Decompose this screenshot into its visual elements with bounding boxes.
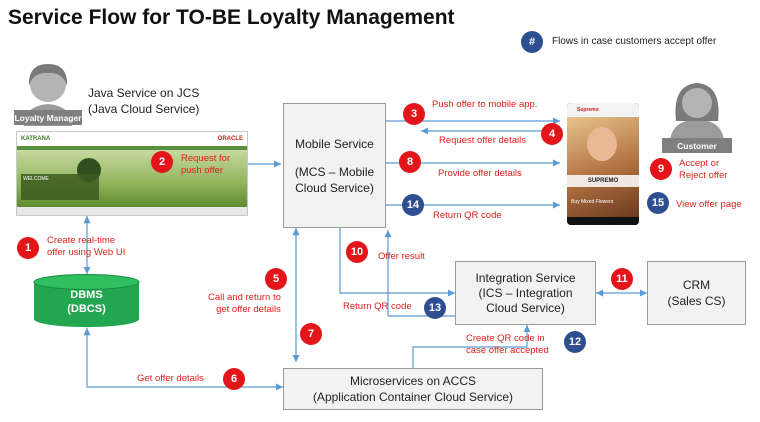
java-service-line2: (Java Cloud Service) <box>88 102 200 116</box>
crm-box: CRM (Sales CS) <box>647 261 746 325</box>
step-label-2: Request for push offer <box>181 153 230 177</box>
crm-line2: (Sales CS) <box>667 294 726 308</box>
mobile-service-line1: Mobile Service <box>295 136 374 151</box>
dbms-line1: DBMS <box>70 289 103 301</box>
step-badge-14: 14 <box>402 194 424 216</box>
page-title: Service Flow for TO-BE Loyalty Managemen… <box>8 6 455 29</box>
web-ui-welcome-panel: WELCOME <box>21 174 99 200</box>
step-label-1-line2: offer using Web UI <box>47 247 126 258</box>
step-badge-13: 13 <box>424 297 446 319</box>
phone-offer-image: SUPREMO Buy Mixed Flowers <box>567 117 639 217</box>
integration-service-box: Integration Service (ICS – Integration C… <box>455 261 596 325</box>
step-label-5-line1: Call and return to <box>208 292 281 303</box>
legend-badge: # <box>521 31 543 53</box>
step-label-8: Provide offer details <box>438 168 522 179</box>
step-label-13: Return QR code <box>343 301 412 312</box>
step-badge-3: 3 <box>403 103 425 125</box>
step-label-5: Call and return to get offer details <box>208 292 281 316</box>
customer-avatar <box>662 77 732 143</box>
step-badge-9: 9 <box>650 158 672 180</box>
web-ui-oracle-logo: ORACLE <box>217 136 243 142</box>
arrow-offer-result <box>339 228 455 297</box>
step-label-3: Push offer to mobile app. <box>432 99 538 110</box>
step-label-10: Offer result <box>378 251 425 262</box>
customer-label: Customer <box>662 138 732 153</box>
java-service-label: Java Service on JCS (Java Cloud Service) <box>88 85 199 117</box>
web-ui-hero: WELCOME <box>17 150 247 207</box>
step-badge-6: 6 <box>223 368 245 390</box>
integration-service-line3: Cloud Service) <box>486 300 565 315</box>
java-service-line1: Java Service on JCS <box>88 86 200 100</box>
step-label-6: Get offer details <box>137 373 204 384</box>
step-badge-15: 15 <box>647 192 669 214</box>
loyalty-manager-label: Loyalty Manager <box>14 110 82 125</box>
legend-text: Flows in case customers accept offer <box>552 36 717 47</box>
web-ui-brand: KATRANA <box>21 136 51 142</box>
step-badge-2: 2 <box>151 151 173 173</box>
person-icon <box>670 83 724 143</box>
step-badge-12: 12 <box>564 331 586 353</box>
integration-service-line1: Integration Service <box>475 270 576 285</box>
step-label-9-line1: Accept or <box>679 158 720 169</box>
step-label-12: Create QR code in case offer accepted <box>466 333 549 357</box>
step-label-12-line2: case offer accepted <box>466 345 549 356</box>
integration-service-line2: (ICS – Integration <box>478 285 573 300</box>
microservices-line2: (Application Container Cloud Service) <box>312 390 514 404</box>
step-label-5-line2: get offer details <box>216 304 281 315</box>
step-badge-8: 8 <box>399 151 421 173</box>
microservices-box: Microservices on ACCS (Application Conta… <box>283 368 543 410</box>
phone-brand: SUPREMO <box>567 175 639 187</box>
step-label-9-line2: Reject offer <box>679 170 728 181</box>
microservices-line1: Microservices on ACCS <box>349 374 477 388</box>
step-badge-1: 1 <box>17 237 39 259</box>
web-ui-screenshot: KATRANA ORACLE WELCOME <box>16 131 248 216</box>
step-label-4: Request offer details <box>439 135 526 146</box>
mobile-service-line3: Cloud Service) <box>295 180 374 195</box>
step-label-2-line2: push offer <box>181 165 224 176</box>
step-label-9: Accept or Reject offer <box>679 158 727 182</box>
arrow-microservices-to-ics <box>412 325 531 368</box>
dbms-cylinder: DBMS (DBCS) <box>33 274 140 328</box>
mobile-phone: Supremo SUPREMO Buy Mixed Flowers <box>567 103 639 225</box>
step-badge-7: 7 <box>300 323 322 345</box>
phone-app-header: Supremo <box>567 103 639 117</box>
step-label-1: Create real-time offer using Web UI <box>47 235 125 259</box>
step-label-1-line1: Create real-time <box>47 235 116 246</box>
step-label-2-line1: Request for <box>181 153 231 164</box>
step-badge-4: 4 <box>541 123 563 145</box>
database-icon <box>33 274 140 328</box>
step-badge-10: 10 <box>346 241 368 263</box>
step-badge-5: 5 <box>265 268 287 290</box>
dbms-line2: (DBCS) <box>67 303 106 315</box>
mobile-service-box: Mobile Service (MCS – Mobile Cloud Servi… <box>283 103 386 228</box>
phone-caption: Buy Mixed Flowers <box>571 199 614 205</box>
step-badge-11: 11 <box>611 268 633 290</box>
step-label-14: Return QR code <box>433 210 502 221</box>
step-label-15: View offer page <box>676 199 742 210</box>
mobile-service-line2: (MCS – Mobile <box>294 164 375 179</box>
step-label-12-line1: Create QR code in <box>466 333 545 344</box>
crm-line1: CRM <box>682 278 711 292</box>
arrow-db-microservices <box>83 328 283 391</box>
